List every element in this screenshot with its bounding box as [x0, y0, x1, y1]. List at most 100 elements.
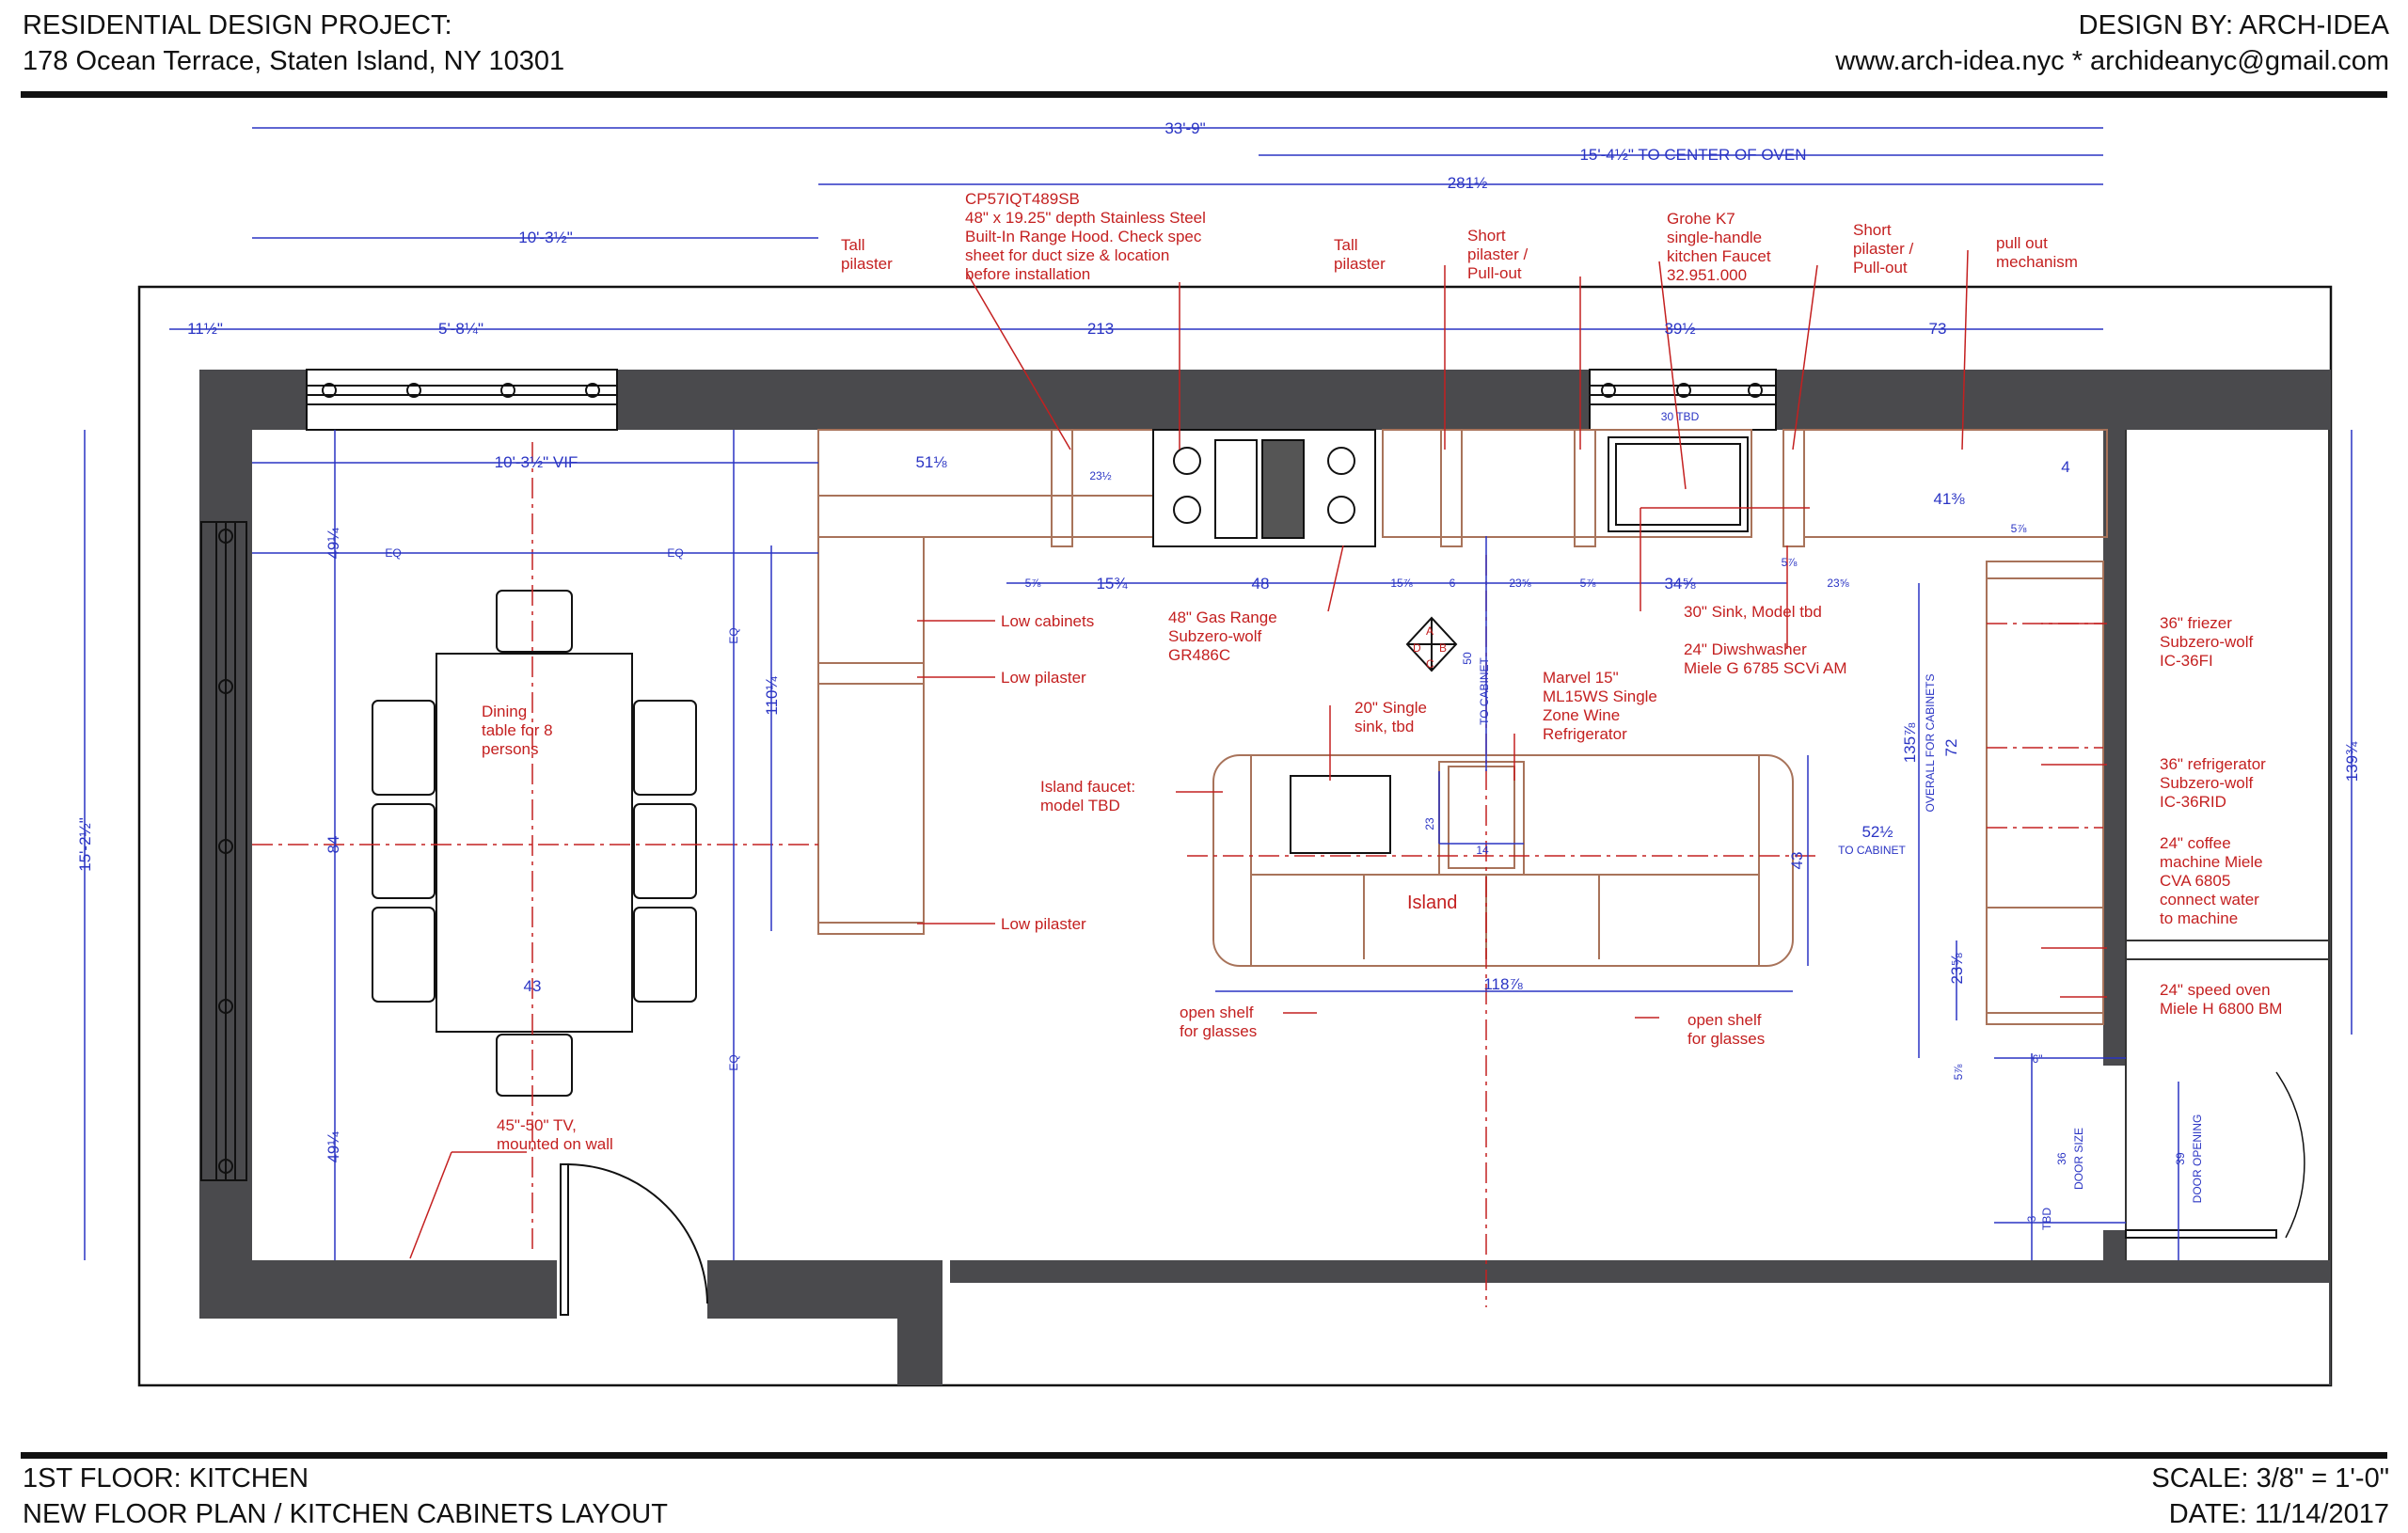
- tall-pilaster-1-label: Tall: [841, 236, 865, 254]
- freezer-label-2: Subzero-wolf: [2160, 633, 2253, 651]
- hood-label-5: before installation: [965, 265, 1090, 283]
- wine-fridge-label-4: Refrigerator: [1543, 725, 1627, 743]
- island-faucet-label-2: model TBD: [1040, 797, 1120, 814]
- dim-50: 50: [1461, 652, 1474, 665]
- footer-right: SCALE: 3/8" = 1'-0" DATE: 11/14/2017: [2151, 1461, 2389, 1532]
- kitchen-island: [1212, 754, 1794, 967]
- dim-6: 6: [1450, 577, 1456, 590]
- tall-pilaster-2-sub: pilaster: [1334, 255, 1386, 273]
- kitchen-cabinets: [817, 429, 2108, 1025]
- section-d: D: [1413, 641, 1421, 655]
- dim-to-cabinet-2: TO CABINET: [1838, 844, 1906, 857]
- dim-5e: 5⅞: [1952, 1064, 1965, 1081]
- dim-5d: 5⅞: [2011, 522, 2028, 535]
- coffee-label-3: CVA 6805: [2160, 872, 2230, 890]
- project-title: RESIDENTIAL DESIGN PROJECT:: [23, 10, 452, 40]
- dining-set: [372, 590, 697, 1097]
- dining-label-1: Dining: [482, 703, 527, 720]
- short-pilaster-2-sub2: Pull-out: [1853, 259, 1908, 277]
- dim-overall-width: 33'-9": [1164, 119, 1205, 137]
- coffee-label-1: 24" coffee: [2160, 834, 2231, 852]
- pantry-door: [2125, 1071, 2305, 1239]
- dim-5b: 5⅞: [1580, 577, 1597, 590]
- wine-fridge-label-3: Zone Wine: [1543, 706, 1620, 724]
- speed-oven-label-2: Miele H 6800 BM: [2160, 1000, 2282, 1018]
- short-pilaster-1-label: Short: [1467, 227, 1506, 245]
- tv-label-1: 45"-50" TV,: [497, 1116, 577, 1134]
- section-a: A: [1426, 624, 1434, 638]
- section-b: B: [1439, 641, 1447, 655]
- range-label-1: 48" Gas Range: [1168, 608, 1277, 626]
- freezer-label-3: IC-36FI: [2160, 652, 2213, 670]
- dim-15c: 15⅞: [1390, 577, 1413, 590]
- designer-contact: www.arch-idea.nyc * archideanyc@gmail.co…: [1835, 46, 2389, 76]
- tall-pilaster-2-label: Tall: [1334, 236, 1358, 254]
- coffee-label-2: machine Miele: [2160, 853, 2263, 871]
- dim-15-2: 15'-2½": [76, 817, 94, 871]
- open-shelf-2-label-1: open shelf: [1687, 1011, 1762, 1029]
- island-sink-label-2: sink, tbd: [1354, 718, 1414, 735]
- coffee-label-5: to machine: [2160, 909, 2238, 927]
- tall-pilaster-1-sub: pilaster: [841, 255, 893, 273]
- dim-23a: 23½: [1089, 469, 1111, 482]
- short-pilaster-1-sub: pilaster /: [1467, 245, 1529, 263]
- dim-tbd: TBD: [2040, 1208, 2053, 1230]
- header-rule: [21, 91, 2387, 98]
- dim-139: 139¾: [2343, 741, 2361, 782]
- window-left-wall: [200, 521, 247, 1181]
- wine-fridge-label-1: Marvel 15": [1543, 669, 1619, 687]
- short-pilaster-2-sub: pilaster /: [1853, 240, 1914, 258]
- low-cabinets-label: Low cabinets: [1001, 612, 1094, 630]
- range-label-2: Subzero-wolf: [1168, 627, 1261, 645]
- dim-52: 52½: [1861, 823, 1893, 841]
- coffee-label-4: connect water: [2160, 891, 2259, 909]
- open-shelf-1-label-2: for glasses: [1180, 1022, 1257, 1040]
- annotation-text: CP57IQT489SB 48" x 19.25" depth Stainles…: [482, 190, 2282, 1153]
- project-address: 178 Ocean Terrace, Staten Island, NY 103…: [23, 46, 565, 76]
- gas-range: [1152, 429, 1376, 547]
- dim-23e: 23⅝: [1948, 953, 1966, 985]
- dim-10-3: 10'-3½": [518, 229, 572, 246]
- grohe-label-4: 32.951.000: [1667, 266, 1747, 284]
- dim-23b: 23⅝: [1509, 577, 1531, 590]
- drawing-title: NEW FLOOR PLAN / KITCHEN CABINETS LAYOUT: [23, 1499, 668, 1529]
- tv-label-2: mounted on wall: [497, 1135, 613, 1153]
- grohe-label-1: Grohe K7: [1667, 210, 1735, 228]
- dim-135: 135⅞: [1901, 722, 1919, 763]
- window-top-left: [306, 369, 618, 431]
- dim-72: 72: [1942, 739, 1960, 757]
- wine-fridge-label-2: ML15WS Single: [1543, 687, 1657, 705]
- dim-49a: 49¼: [325, 528, 342, 560]
- dim-23d: 23: [1423, 817, 1436, 830]
- dim-110: 110¼: [763, 676, 781, 716]
- sink-30-label: 30" Sink, Model tbd: [1684, 603, 1822, 621]
- title-block-left: RESIDENTIAL DESIGN PROJECT: 178 Ocean Te…: [23, 8, 564, 79]
- center-lines: [252, 442, 2103, 1307]
- dim-84: 84: [325, 836, 342, 854]
- short-pilaster-1-sub2: Pull-out: [1467, 264, 1522, 282]
- scale-label: SCALE: 3/8" = 1'-0": [2151, 1463, 2389, 1493]
- dim-3: 3: [2025, 1215, 2038, 1222]
- title-block-right: DESIGN BY: ARCH-IDEA www.arch-idea.nyc *…: [1835, 8, 2389, 79]
- dim-73: 73: [1929, 320, 1947, 338]
- dim-eq1: EQ: [385, 546, 401, 560]
- dim-door-opening: DOOR OPENING: [2191, 1114, 2204, 1204]
- dim-11: 11½": [187, 320, 223, 338]
- speed-oven-label-1: 24" speed oven: [2160, 981, 2271, 999]
- dishwasher-label-2: Miele G 6785 SCVi AM: [1684, 659, 1847, 677]
- dim-vif: 10'-3½" VIF: [495, 453, 578, 471]
- designer-name: DESIGN BY: ARCH-IDEA: [2078, 10, 2389, 40]
- wall-edges: [2125, 430, 2330, 1260]
- dim-4: 4: [2061, 458, 2069, 476]
- dim-39: 39½: [1664, 320, 1695, 338]
- dim-23c: 23⅝: [1827, 577, 1849, 590]
- dim-14: 14: [1476, 844, 1489, 857]
- island-sink-label-1: 20" Single: [1354, 699, 1427, 717]
- hood-label-3: Built-In Range Hood. Check spec: [965, 228, 1202, 245]
- hood-label-1: CP57IQT489SB: [965, 190, 1080, 208]
- dim-213: 213: [1087, 320, 1114, 338]
- island-faucet-label-1: Island faucet:: [1040, 778, 1135, 796]
- dim-6b: 6": [2033, 1052, 2043, 1066]
- dim-34: 34⅝: [1664, 575, 1696, 593]
- dining-label-2: table for 8: [482, 721, 553, 739]
